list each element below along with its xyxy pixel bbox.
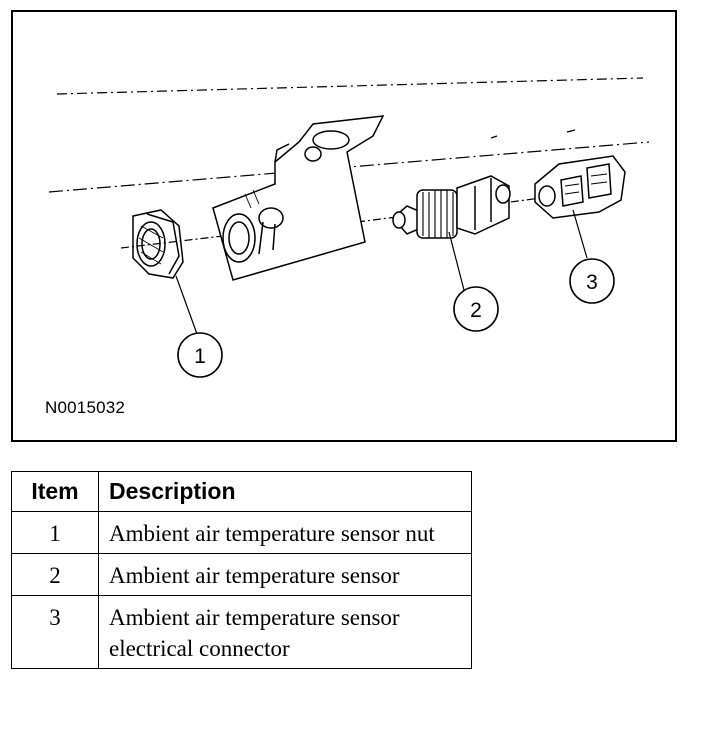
- callout-leaders: [175, 209, 588, 335]
- callout-circle-3: 3: [569, 258, 615, 304]
- sensor-illustration: 1 2 3: [48, 77, 650, 378]
- callout-label-2: 2: [470, 299, 482, 322]
- callout-circle-1: 1: [177, 332, 223, 378]
- description-cell: Ambient air temperature sensor: [98, 553, 472, 596]
- table-row: 3 Ambient air temperature sensor electri…: [11, 595, 472, 669]
- item-number-cell: 2: [11, 553, 99, 596]
- callout-label-3: 3: [586, 271, 598, 294]
- item-description-table: Item Description 1 Ambient air temperatu…: [11, 471, 472, 669]
- mounting-bracket-drawing: [212, 115, 385, 281]
- item-number-cell: 3: [11, 595, 99, 669]
- figure-id-label: N0015032: [45, 398, 126, 417]
- diagram-frame: 1 2 3 N0015032: [11, 10, 677, 442]
- table-row: 2 Ambient air temperature sensor: [11, 553, 472, 596]
- temperature-sensor-drawing: [391, 175, 511, 239]
- table-header-row: Item Description: [11, 471, 472, 512]
- callout-label-1: 1: [194, 345, 206, 368]
- callout-circle-2: 2: [453, 286, 499, 332]
- table-row: 1 Ambient air temperature sensor nut: [11, 511, 472, 554]
- description-cell: Ambient air temperature sensor electrica…: [98, 595, 472, 669]
- description-cell: Ambient air temperature sensor nut: [98, 511, 472, 554]
- electrical-connector-drawing: [534, 155, 626, 219]
- description-column-header: Description: [98, 471, 472, 512]
- item-number-cell: 1: [11, 511, 99, 554]
- item-column-header: Item: [11, 471, 99, 512]
